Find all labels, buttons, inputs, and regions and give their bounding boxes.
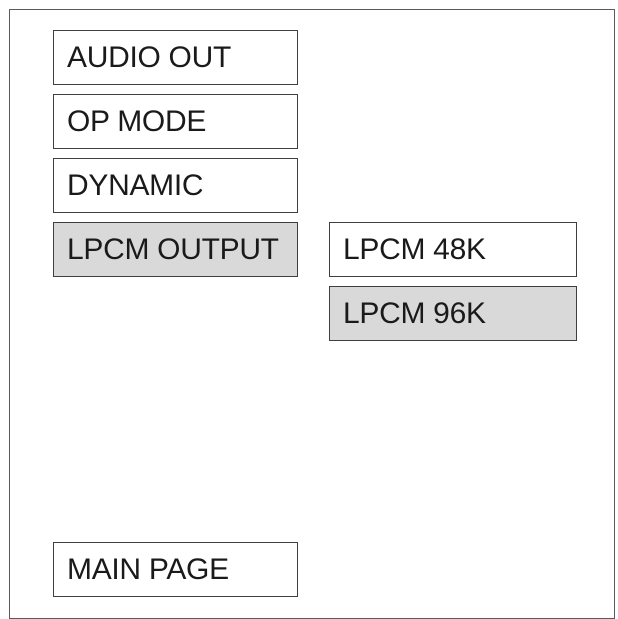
menu-item-lpcm-output[interactable]: LPCM OUTPUT (53, 222, 298, 277)
main-page-label: MAIN PAGE (67, 552, 229, 586)
menu-item-label: LPCM OUTPUT (67, 232, 279, 266)
menu-item-label: AUDIO OUT (67, 40, 231, 74)
menu-item-label: DYNAMIC (67, 168, 204, 202)
menu-item-audio-out[interactable]: AUDIO OUT (53, 30, 298, 85)
submenu-item-label: LPCM 96K (343, 296, 486, 330)
main-page-button[interactable]: MAIN PAGE (53, 542, 298, 597)
submenu-item-label: LPCM 48K (343, 232, 486, 266)
menu-item-label: OP MODE (67, 104, 207, 138)
submenu-item-lpcm-48k[interactable]: LPCM 48K (329, 222, 577, 277)
menu-item-op-mode[interactable]: OP MODE (53, 94, 298, 149)
submenu-item-lpcm-96k[interactable]: LPCM 96K (329, 286, 577, 341)
menu-item-dynamic[interactable]: DYNAMIC (53, 158, 298, 213)
